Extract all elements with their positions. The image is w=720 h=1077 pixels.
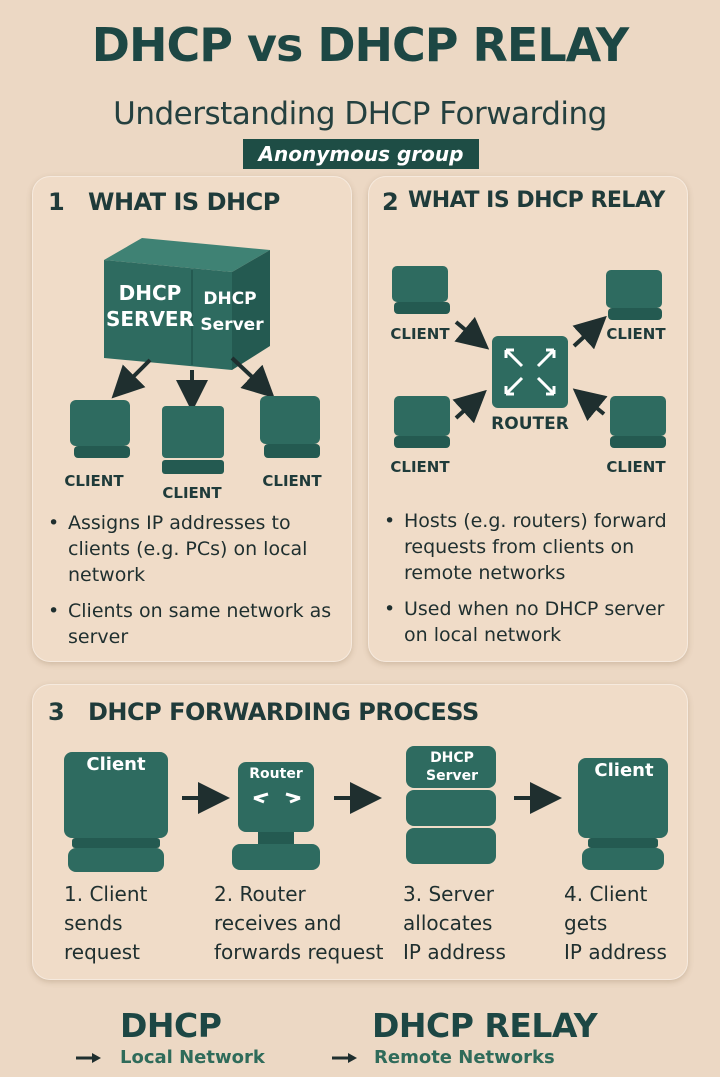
panel2-number: 2 [382,188,399,216]
server-front-label-1: DHCP [119,281,182,305]
legend-relay-sub: Remote Networks [374,1047,555,1068]
relay-client-bottom-right-icon [610,396,666,448]
bullet-item: Used when no DHCP server on local networ… [384,596,680,648]
process-server-icon: DHCP Server [406,746,496,864]
panel2-heading: WHAT IS DHCP RELAY [408,188,665,213]
panel1-client-label: CLIENT [162,484,222,502]
client-1-icon [70,400,130,458]
panel2-bullets: Hosts (e.g. routers) forward requests fr… [384,508,680,658]
bullet-item: Hosts (e.g. routers) forward requests fr… [384,508,680,586]
panel1-diagram: DHCP SERVER DHCP Server [70,238,320,474]
panel3-heading: DHCP FORWARDING PROCESS [88,698,479,726]
server-side-label-1: DHCP [203,289,256,309]
process-device-label-router: Router [249,766,303,782]
panel3-number: 3 [48,698,65,726]
relay-client-label: CLIENT [606,458,666,476]
panel1-client-label: CLIENT [64,472,124,490]
client-3-icon [260,396,320,458]
server-side-label-2: Server [200,315,264,335]
router-icon [492,336,568,408]
process-device-label-server-1: DHCP [430,750,474,766]
relay-client-label: CLIENT [606,325,666,343]
process-device-label-server-2: Server [426,768,478,784]
arrow-right-icon [76,1053,101,1063]
server-front-label-2: SERVER [106,307,194,331]
process-router-icon: Router [232,762,320,870]
legend-dhcp-title: DHCP [120,1006,222,1045]
relay-client-label: CLIENT [390,325,450,343]
relay-client-top-right-icon [606,270,662,320]
panel1-bullets: Assigns IP addresses to clients (e.g. PC… [48,510,338,660]
panel2-diagram [392,266,666,448]
relay-client-top-left-icon [392,266,450,314]
legend-relay-title: DHCP RELAY [372,1006,598,1045]
relay-client-bottom-left-icon [394,396,450,448]
panel3-diagram: Client Router DHCP Server Client [64,746,668,872]
legend-dhcp-sub: Local Network [120,1047,265,1068]
panel1-number: 1 [48,188,65,216]
process-step-2: 2. Router receives and forwards request [214,882,384,964]
arrow-right-icon [332,1053,357,1063]
client-2-icon [162,406,224,474]
router-label: ROUTER [491,414,569,434]
bullet-item: Assigns IP addresses to clients (e.g. PC… [48,510,338,588]
panel1-client-label: CLIENT [262,472,322,490]
process-step-4: 4. Client gets IP address [564,882,667,964]
process-device-label-client: Client [594,760,654,781]
subtitle: Understanding DHCP Forwarding [113,96,607,132]
process-step-1: 1. Client sends request [64,882,148,964]
dhcp-server-cube: DHCP SERVER DHCP Server [104,238,270,370]
process-client-icon: Client [578,758,668,870]
process-client-icon: Client [64,752,168,872]
main-title: DHCP vs DHCP RELAY [91,18,629,72]
author-tag: Anonymous group [243,139,479,169]
panel1-heading: WHAT IS DHCP [88,188,280,216]
process-step-3: 3. Server allocates IP address [403,882,506,964]
process-device-label-client: Client [86,754,146,775]
relay-client-label: CLIENT [390,458,450,476]
bullet-item: Clients on same network as server [48,598,338,650]
